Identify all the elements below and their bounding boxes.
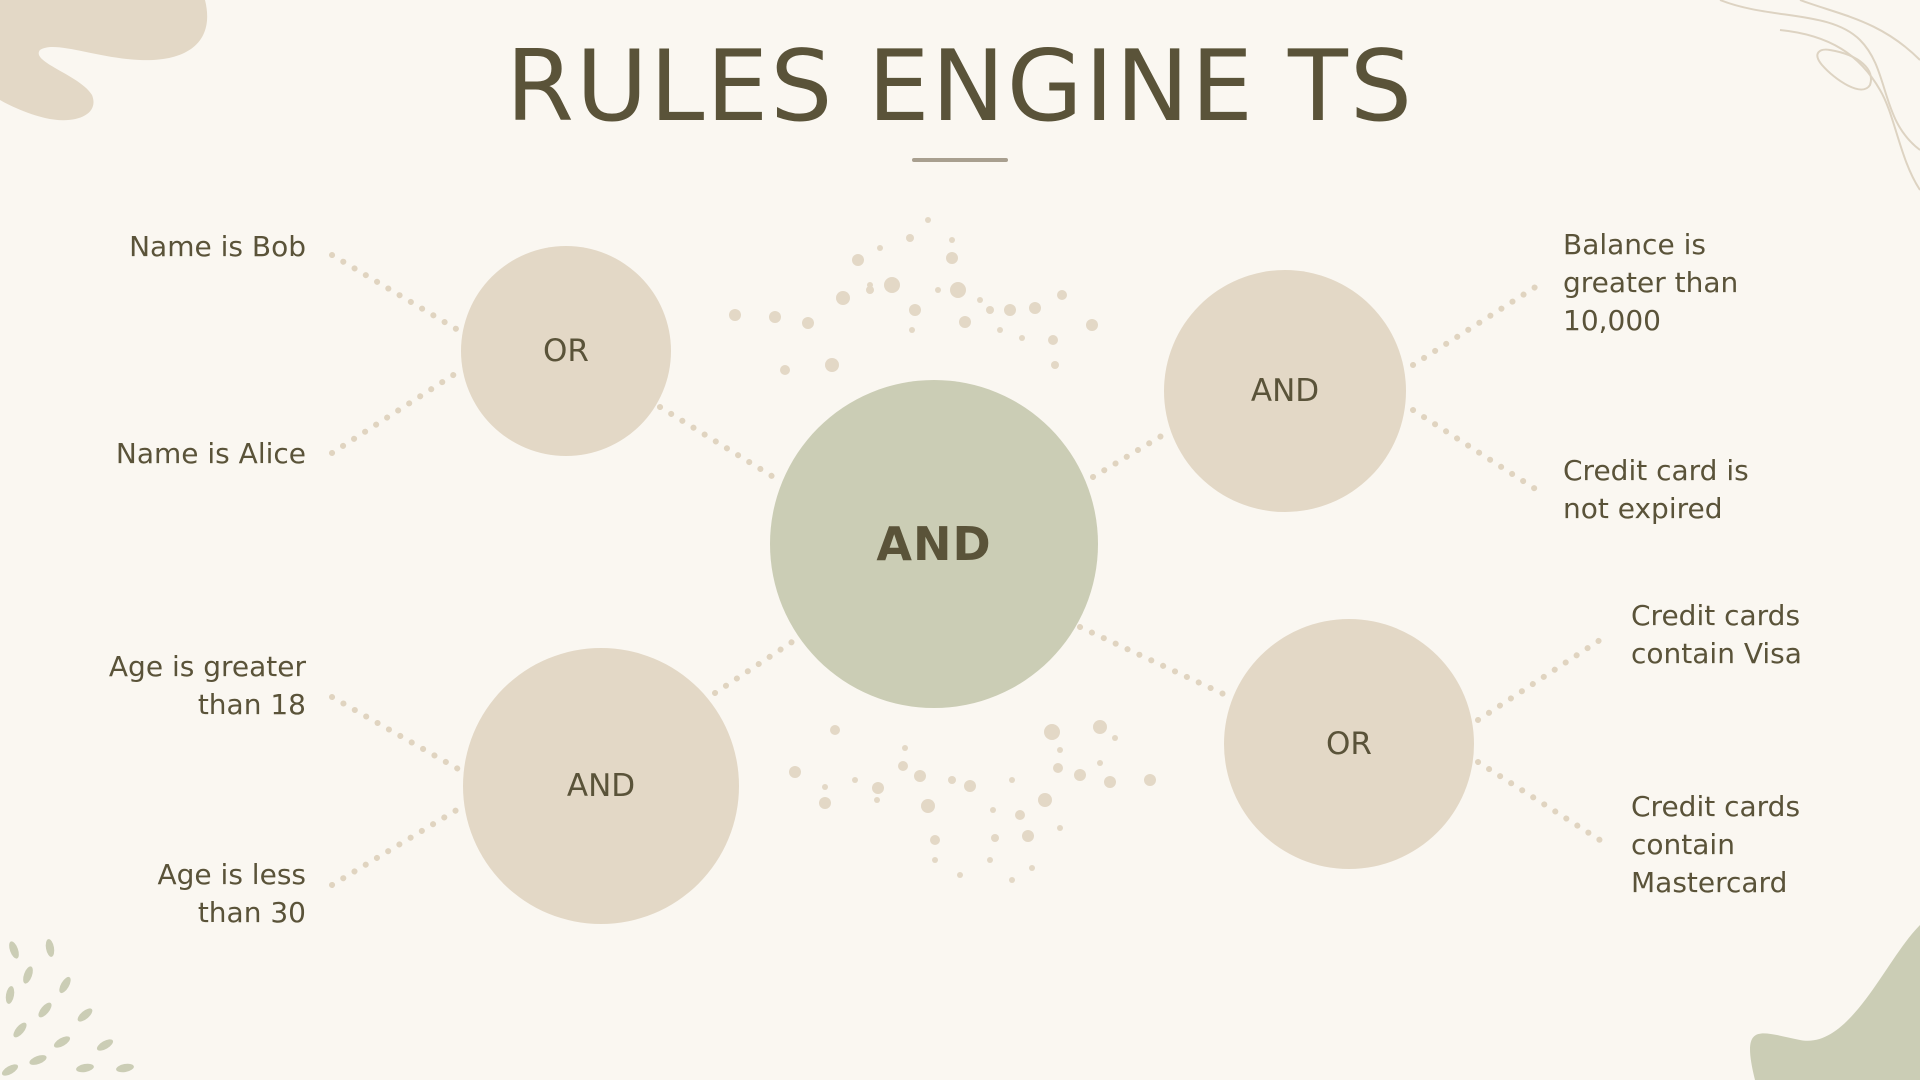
condition-balance-greater-than: Balance is greater than 10,000 — [1563, 228, 1739, 337]
bottom-left-dash-pattern — [1, 939, 134, 1076]
and-balance-node-label: AND — [1250, 373, 1320, 409]
connector-bob-or — [329, 252, 461, 333]
connector-age18-and — [329, 694, 463, 773]
condition-name-is-alice: Name is Alice — [115, 437, 306, 470]
connector-balance-and — [1410, 283, 1540, 368]
and-age-node: AND — [463, 648, 739, 924]
top-left-blob — [0, 0, 208, 121]
and-age-node-label: AND — [566, 768, 636, 804]
root-and-node: AND — [770, 380, 1098, 708]
or-name-node-label: OR — [543, 333, 589, 369]
connector-root-or-cards — [1077, 624, 1235, 701]
page-title: RULES ENGINE TS — [505, 30, 1415, 144]
condition-credit-card-not-expired: Credit card is not expired — [1563, 454, 1749, 525]
condition-cards-contain-visa: Credit cards contain Visa — [1631, 599, 1802, 670]
connector-visa-or — [1475, 635, 1606, 723]
upper-speckle-cluster — [729, 217, 1098, 375]
bottom-right-blob — [1750, 925, 1920, 1080]
title-underline — [912, 158, 1008, 162]
condition-name-is-bob: Name is Bob — [129, 230, 306, 263]
or-cards-node-label: OR — [1326, 726, 1372, 762]
connector-root-and-balance — [1090, 429, 1171, 480]
connector-or-root — [657, 404, 778, 481]
condition-age-less-than-30: Age is less than 30 — [157, 858, 306, 929]
connector-expired-and — [1410, 407, 1540, 493]
connector-alice-or — [329, 369, 461, 456]
top-right-contour-lines — [1719, 0, 1920, 191]
condition-age-greater-than-18: Age is greater than 18 — [108, 650, 306, 721]
connector-age30-and — [329, 805, 463, 888]
connector-mastercard-or — [1475, 759, 1606, 845]
condition-cards-contain-mastercard: Credit cards contain Mastercard — [1631, 790, 1801, 899]
root-node-label: AND — [876, 517, 992, 571]
lower-speckle-cluster — [789, 720, 1156, 883]
connector-and-root — [712, 637, 798, 696]
or-name-node: OR — [461, 246, 671, 456]
and-balance-node: AND — [1164, 270, 1406, 512]
or-cards-node: OR — [1224, 619, 1474, 869]
